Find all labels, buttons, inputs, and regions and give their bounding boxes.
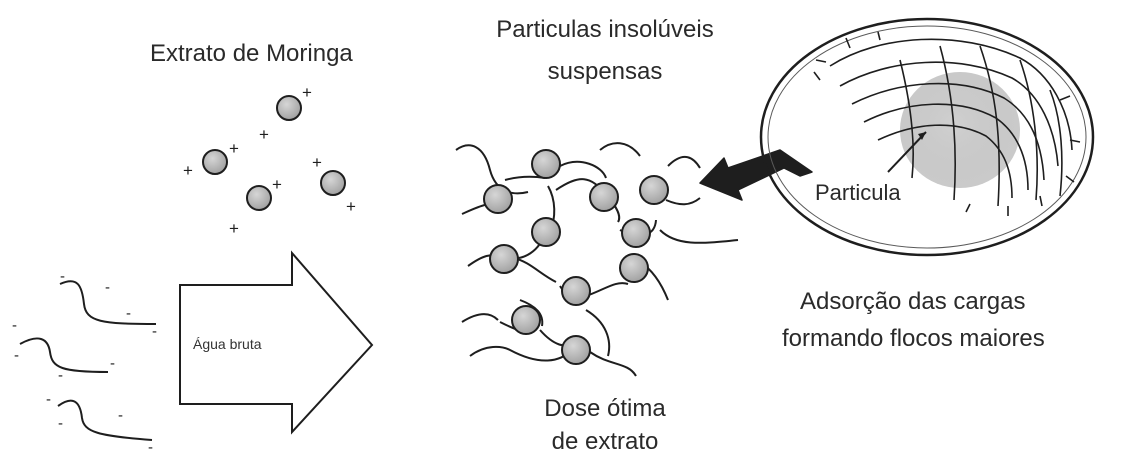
label-dose-line2: de extrato: [455, 428, 755, 456]
minus-charge: -: [58, 367, 63, 384]
label-adsorcao-line1: Adsorção das cargas: [800, 288, 1120, 316]
minus-charge: -: [152, 323, 157, 340]
label-particulas-line2: suspensas: [455, 58, 755, 86]
plus-charge: +: [229, 139, 239, 158]
moringa-particle: [277, 96, 301, 120]
water-squiggle: [58, 401, 152, 440]
minus-charge: -: [105, 279, 110, 296]
node-circle: [562, 336, 590, 364]
plus-charge: +: [312, 153, 322, 172]
node-circle: [590, 183, 618, 211]
minus-charge: -: [110, 355, 115, 372]
label-particulas-line1: Particulas insolúveis: [455, 16, 755, 44]
moringa-particle: [247, 186, 271, 210]
water-squiggle: [20, 338, 108, 372]
plus-charge: +: [346, 197, 356, 216]
node-circle: [532, 150, 560, 178]
label-adsorcao-line2: formando flocos maiores: [782, 325, 1127, 353]
node-circle: [532, 218, 560, 246]
raw-water-particles: [20, 281, 156, 440]
node-circle: [490, 245, 518, 273]
zoom-ellipse: [761, 19, 1093, 255]
node-circle: [484, 185, 512, 213]
label-extrato-moringa: Extrato de Moringa: [150, 40, 410, 68]
minus-charge: -: [60, 268, 65, 285]
moringa-particle: [321, 171, 345, 195]
moringa-particle: [203, 150, 227, 174]
plus-charge: +: [229, 219, 239, 238]
minus-charge: -: [12, 317, 17, 334]
double-arrow-icon: [700, 150, 812, 200]
node-circle: [622, 219, 650, 247]
label-agua-bruta: Água bruta: [193, 336, 333, 352]
node-circle: [512, 306, 540, 334]
minus-charge: -: [118, 407, 123, 424]
minus-charge: -: [148, 439, 153, 456]
minus-charge: -: [58, 415, 63, 432]
plus-charge: +: [183, 161, 193, 180]
plus-charge: +: [272, 175, 282, 194]
plus-charge: +: [302, 83, 312, 102]
minus-charge: -: [46, 391, 51, 408]
node-circle: [640, 176, 668, 204]
label-particula: Particula: [815, 180, 945, 206]
label-dose-line1: Dose ótima: [455, 395, 755, 423]
node-circle: [620, 254, 648, 282]
minus-charge: -: [14, 347, 19, 364]
plus-charge: +: [259, 125, 269, 144]
negative-charges: - - - - - - - - - - - -: [12, 268, 157, 456]
node-circle: [562, 277, 590, 305]
large-particle: [900, 72, 1020, 188]
minus-charge: -: [126, 305, 131, 322]
polymer-nodes: [484, 150, 668, 364]
